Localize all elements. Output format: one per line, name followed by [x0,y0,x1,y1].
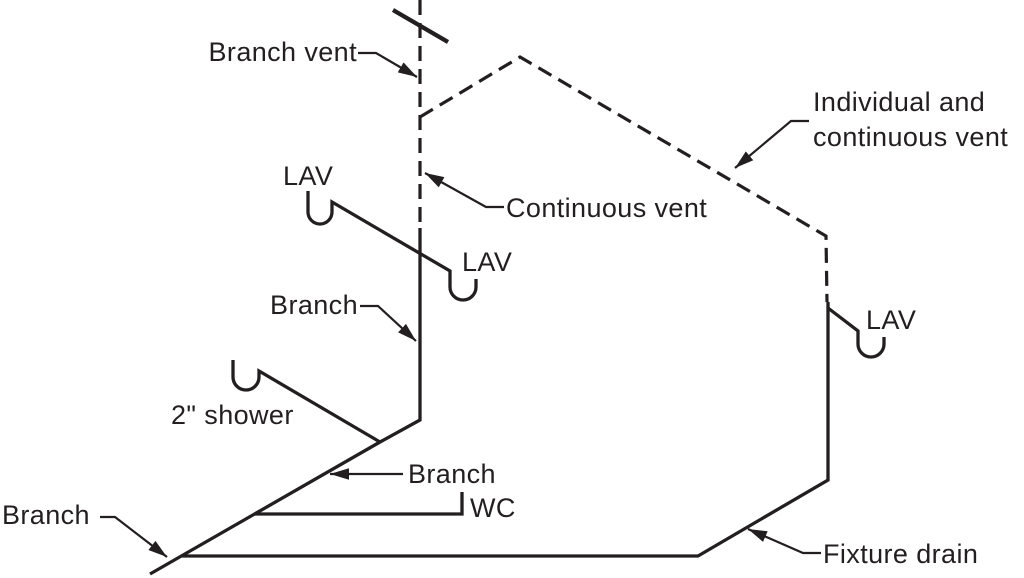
fixture-drain-leader-line [747,527,821,555]
lav-traps-and-branch-line [306,191,478,302]
wc-label: WC [470,493,516,523]
individual-continuous-vent-label-line2: continuous vent [813,122,1008,152]
individual-continuous-vent-label-line1: Individual and [813,87,985,117]
branch-lower-label: Branch [2,500,90,530]
individual-continuous-vent-line [419,55,829,303]
fixture-drain-label: Fixture drain [823,539,978,569]
soil-stack-and-branch-line [149,228,422,576]
continuous-vent-leader-line [424,172,504,209]
lav-right-label: LAV [866,305,916,335]
branch-upper-label: Branch [270,290,358,320]
branch-middle-label: Branch [408,459,496,489]
branch-upper-leader-line [360,304,417,342]
branch-vent-label: Branch vent [209,37,358,67]
lav-right-trap-line [826,306,886,359]
individual-continuous-vent-leader-line [734,119,809,169]
lav-middle-label: LAV [462,247,512,277]
branch-lower-leader-line [100,515,168,558]
building-drain-and-fixture-drain-line [182,302,830,558]
shower-trap-and-branch-line [231,360,381,444]
continuous-vent-label: Continuous vent [506,193,707,223]
wc-branch-line [254,492,464,516]
shower-label: 2" shower [171,400,294,430]
lav-upper-label: LAV [283,161,333,191]
branch-vent-leader-line [358,51,418,78]
